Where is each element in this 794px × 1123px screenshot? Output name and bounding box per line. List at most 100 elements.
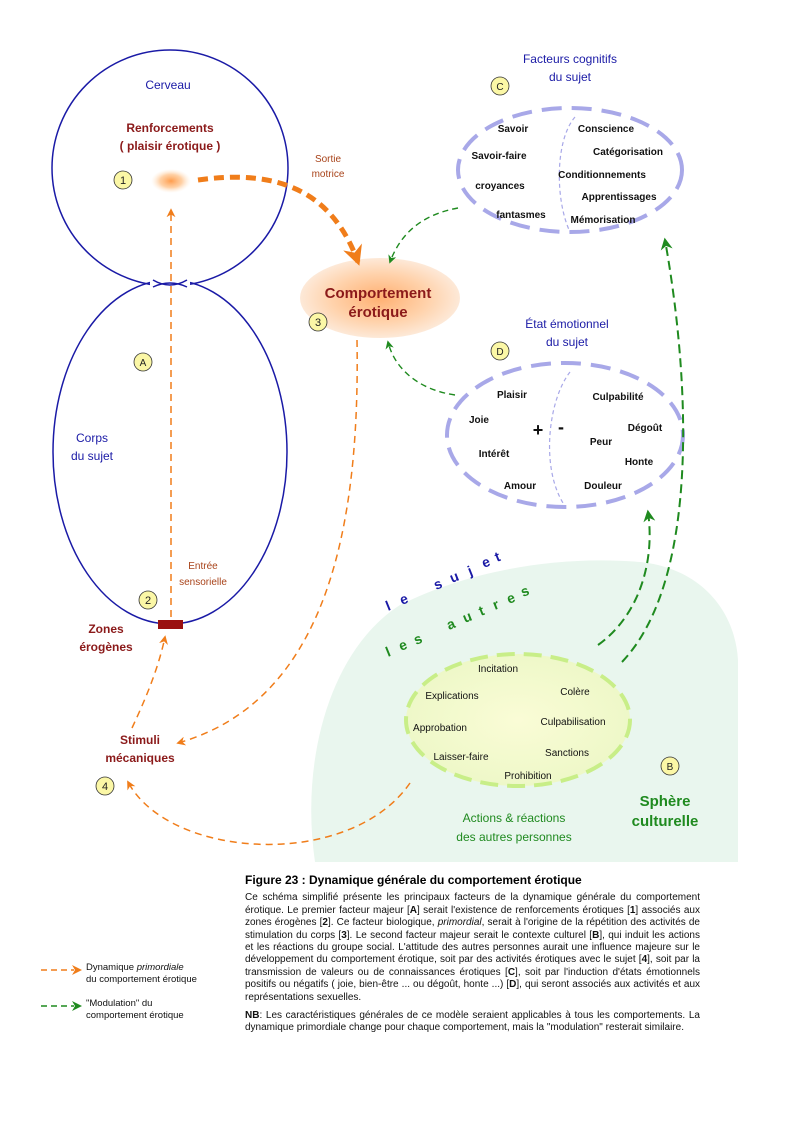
action-item: Laisser-faire [433, 752, 488, 763]
minus-sign: - [558, 417, 564, 437]
cognitive-item: Conditionnements [558, 170, 646, 181]
sensory-input-sub: sensorielle [179, 577, 227, 588]
cognitive-title: Facteurs cognitifs [523, 52, 617, 66]
cognitive-item: croyances [475, 181, 525, 192]
arrow-others-to-stimuli [127, 780, 411, 846]
svg-text:2: 2 [145, 595, 151, 607]
emotional-item: Joie [469, 415, 489, 426]
emotional-item: Peur [590, 437, 612, 448]
badge-4: 4 [95, 776, 115, 796]
stimuli-label: Stimuli [120, 733, 160, 747]
emotional-item: Amour [504, 481, 536, 492]
emotional-item: Culpabilité [592, 392, 644, 403]
legend-orange-arrow [41, 965, 82, 975]
arrow-cognitive-to-behavior [388, 207, 459, 264]
svg-text:4: 4 [102, 781, 108, 793]
les-autres-letter: l [383, 643, 393, 659]
emotional-item: Honte [625, 457, 654, 468]
caption-title: Figure 23 : Dynamique générale du compor… [245, 873, 582, 887]
arrow-behavior-to-stimuli [176, 339, 358, 746]
sensory-input-label: Entrée [188, 561, 218, 572]
le-sujet-letter: e [479, 553, 492, 571]
les-autres-letter: r [490, 596, 502, 613]
cognitive-item: Mémorisation [570, 215, 635, 226]
action-item: Colère [560, 687, 590, 698]
actions-ellipse [404, 652, 632, 788]
behavior-blob [300, 258, 460, 338]
action-item: Explications [425, 691, 478, 702]
behavior-sub: érotique [348, 304, 407, 321]
body-label-sub: du sujet [71, 449, 114, 463]
figure-caption: Figure 23 : Dynamique générale du compor… [245, 874, 700, 1041]
svg-text:C: C [496, 82, 503, 93]
cognitive-item: Savoir-faire [471, 151, 526, 162]
badge-c: C [490, 76, 510, 96]
arrow-motor-output [197, 174, 362, 266]
le-sujet-letter: e [397, 590, 410, 608]
badge-a: A [133, 352, 153, 372]
stimuli-sub: mécaniques [105, 751, 175, 765]
plus-sign: + [533, 420, 544, 440]
svg-text:1: 1 [120, 175, 126, 187]
sphere-label: Sphère [640, 793, 691, 810]
emotional-item: Dégoût [628, 423, 663, 434]
motor-output-sub: motrice [312, 169, 345, 180]
les-autres-letter: t [476, 602, 487, 619]
cognitive-item: Conscience [578, 124, 635, 135]
action-item: Culpabilisation [540, 717, 605, 728]
brain-label: Cerveau [145, 78, 190, 92]
behavior-label: Comportement [325, 285, 432, 302]
arrow-emotional-to-behavior [385, 340, 456, 396]
motor-output-label: Sortie [315, 154, 342, 165]
reinforcement-glow [151, 169, 191, 193]
le-sujet-letter: s [431, 575, 444, 593]
action-item: Sanctions [545, 748, 589, 759]
cognitive-item: Catégorisation [593, 147, 663, 158]
svg-text:B: B [667, 762, 674, 773]
emotional-title: État émotionnel [525, 316, 608, 331]
badge-d: D [490, 341, 510, 361]
arrow-others-to-cognitive [621, 237, 685, 663]
badge-3: 3 [308, 312, 328, 332]
legend-green-arrow [41, 1001, 82, 1011]
erogenous-label: Zones [88, 622, 124, 636]
actions-title-sub: des autres personnes [456, 830, 571, 844]
emotional-title-sub: du sujet [546, 335, 589, 349]
cognitive-item: Apprentissages [581, 192, 656, 203]
diagram: 1 2 3 4 A B C D Cerveau Renforcements ( … [51, 49, 738, 862]
svg-text:3: 3 [315, 317, 321, 329]
caption-paragraph: Ce schéma simplifié présente les princip… [245, 892, 701, 1003]
svg-text:D: D [496, 347, 503, 358]
action-item: Approbation [413, 723, 467, 734]
badge-1: 1 [113, 170, 133, 190]
arrow-others-to-emotional [597, 509, 656, 646]
arrow-stimuli-to-zones [131, 635, 168, 729]
le-sujet-letter: u [447, 568, 461, 586]
cognitive-title-sub: du sujet [549, 70, 592, 84]
body-label: Corps [76, 431, 108, 445]
action-item: Incitation [478, 664, 518, 675]
le-sujet-letter: j [464, 562, 475, 579]
reinforcements-sub: ( plaisir érotique ) [120, 139, 221, 153]
caption-nb: NB: Les caractéristiques générales de ce… [245, 1010, 700, 1034]
actions-title: Actions & réactions [463, 811, 566, 825]
cognitive-item: Savoir [498, 124, 529, 135]
emotional-item: Intérêt [479, 449, 510, 460]
badge-2: 2 [138, 590, 158, 610]
erogenous-sub: érogènes [79, 640, 133, 654]
svg-text:A: A [140, 358, 147, 369]
reinforcements-label: Renforcements [126, 121, 214, 135]
emotional-item: Plaisir [497, 390, 527, 401]
le-sujet-letter: l [383, 597, 393, 613]
emotional-state-ellipse [445, 361, 685, 509]
sphere-label-sub: culturelle [632, 813, 699, 830]
emotional-item: Douleur [584, 481, 622, 492]
le-sujet-letter: t [492, 548, 503, 565]
erogenous-zone-bar [158, 620, 183, 629]
action-item: Prohibition [504, 771, 551, 782]
